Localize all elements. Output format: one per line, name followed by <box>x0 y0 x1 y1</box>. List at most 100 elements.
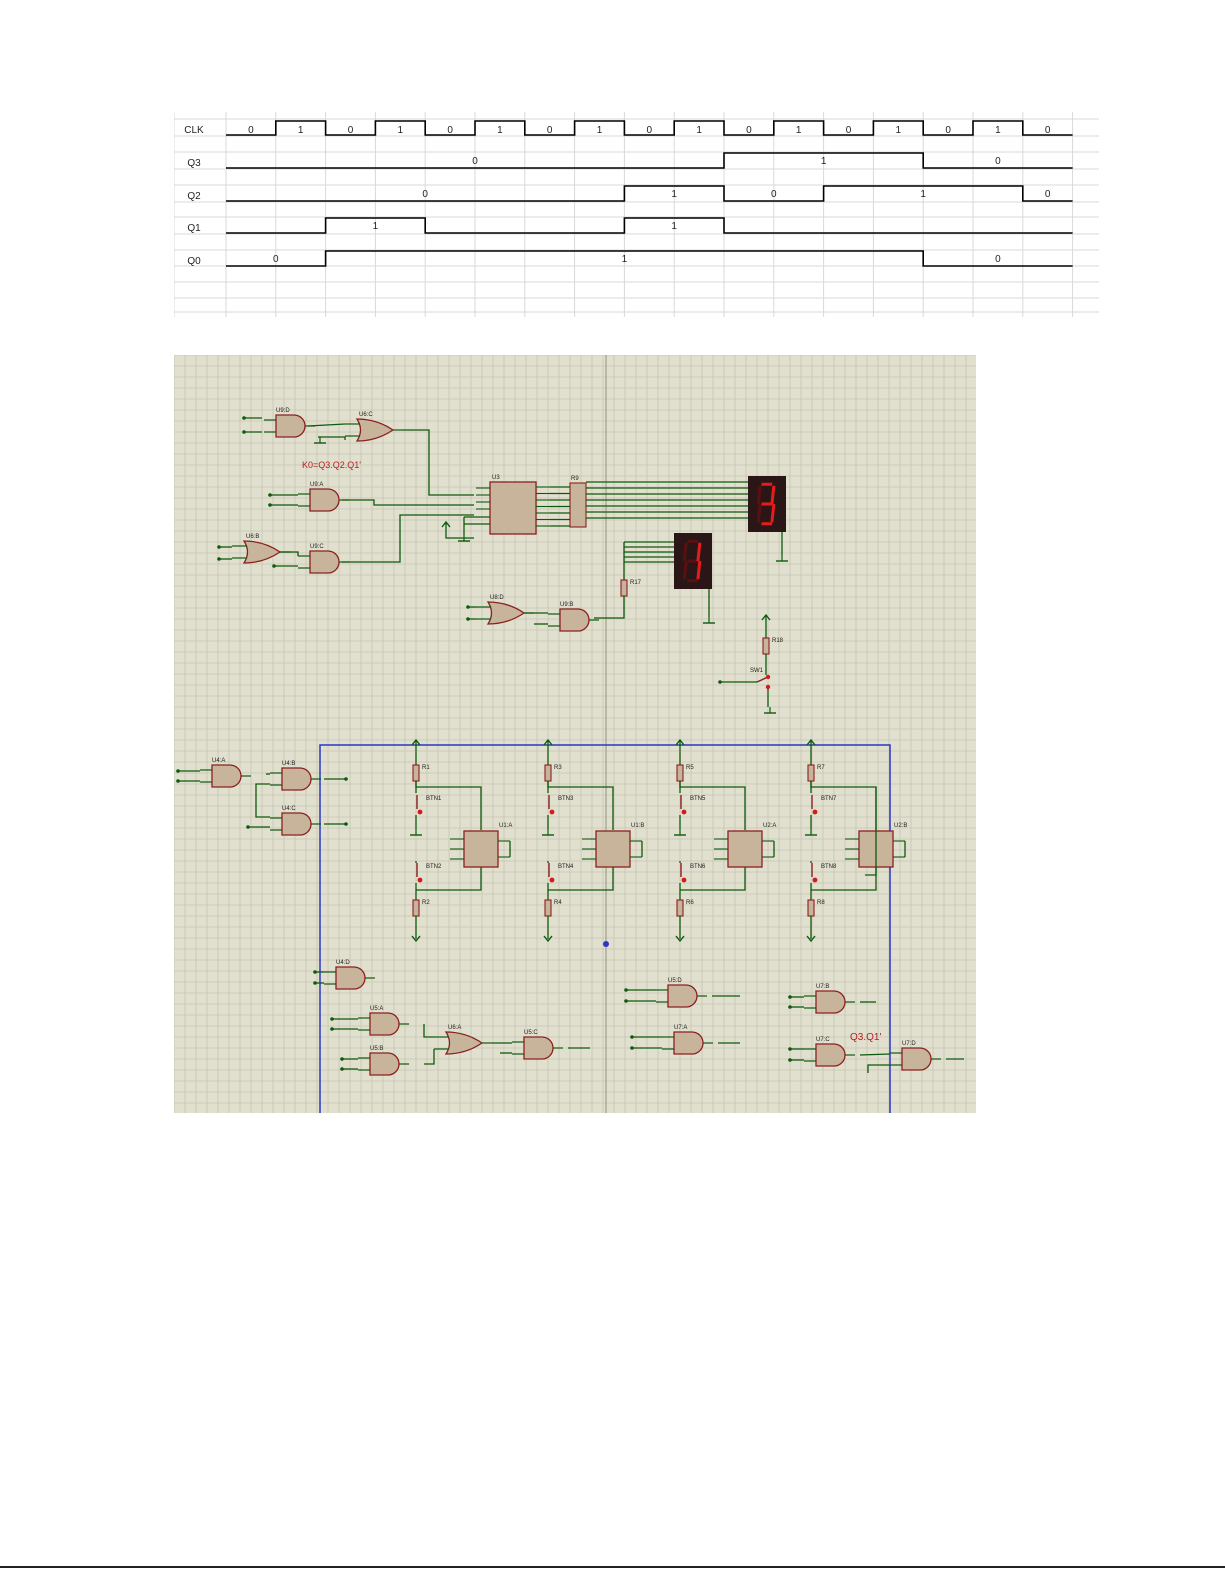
q0-line <box>226 250 1073 267</box>
resistor-label: R8 <box>817 900 825 906</box>
clk-value: 0 <box>248 125 254 136</box>
button-terminal <box>417 809 423 815</box>
ground-symbol <box>764 707 776 714</box>
wire <box>318 436 346 440</box>
clk-value: 0 <box>547 125 553 136</box>
signal-label-q1: Q1 <box>187 223 201 234</box>
signal-value: 0 <box>995 254 1001 265</box>
ground-symbol <box>776 555 788 562</box>
and-gate: U7:A <box>662 1025 713 1055</box>
button-terminal <box>549 877 555 883</box>
signal-value: 1 <box>920 189 926 200</box>
button-label: BTN2 <box>426 864 442 870</box>
ground-symbol <box>410 829 422 836</box>
push-button: BTN1 <box>416 795 442 815</box>
display-segment-e <box>682 561 688 580</box>
wire-junction <box>242 416 246 420</box>
push-button: BTN5 <box>680 795 706 815</box>
ground-arrow <box>806 935 816 943</box>
and-gate-body <box>559 608 590 632</box>
jk-flipflop: U2:A <box>714 823 776 868</box>
signal-value: 0 <box>273 254 279 265</box>
gate-label: U9:B <box>560 602 573 608</box>
ground-arrow <box>411 935 421 943</box>
button-terminal <box>681 809 687 815</box>
wire-junction <box>330 1027 334 1031</box>
and-gate-body <box>815 1043 846 1067</box>
resistor-body <box>412 899 420 917</box>
and-gate-body <box>309 550 340 574</box>
resistor-label: R2 <box>422 900 430 906</box>
flipflop-label: U2:B <box>894 823 907 829</box>
signal-value: 0 <box>472 156 478 167</box>
display-segment-c <box>770 504 776 523</box>
resistor-body <box>412 764 420 782</box>
wire-junction <box>624 988 628 992</box>
flipflop-body <box>727 830 763 868</box>
jk-flipflop: U1:A <box>450 823 512 868</box>
gate-label: U9:D <box>276 408 290 414</box>
clk-value: 1 <box>696 125 702 136</box>
wire-junction <box>217 557 221 561</box>
subcircuit-boundary <box>319 744 891 1113</box>
schematic-grid <box>174 355 976 1113</box>
or-gate: U6:A <box>434 1025 492 1055</box>
and-gate-body <box>275 414 306 438</box>
wire-junction <box>340 1067 344 1071</box>
switch-sw1: SW1 <box>750 668 771 690</box>
wire-junction <box>788 1047 792 1051</box>
and-gate-body <box>281 767 312 791</box>
display-segment-b <box>770 485 776 504</box>
gate-label: U5:D <box>668 978 682 984</box>
and-gate: U4:C <box>270 806 321 836</box>
and-gate-body <box>901 1047 932 1071</box>
resistor-label: R6 <box>686 900 694 906</box>
display-segment-b <box>696 542 702 561</box>
display-segment-a <box>761 482 773 486</box>
wire-junction <box>242 430 246 434</box>
and-gate: U7:D <box>890 1041 941 1071</box>
push-button: BTN8 <box>811 863 837 883</box>
clk-value: 1 <box>298 125 304 136</box>
button-label: BTN5 <box>690 796 706 802</box>
and-gate-body <box>309 488 340 512</box>
push-button: BTN2 <box>416 863 442 883</box>
jk-flipflop: U1:B <box>582 823 644 868</box>
resistor-pack-body <box>569 482 587 528</box>
decoder-label: U3 <box>492 475 500 481</box>
signal-label-q2: Q2 <box>187 191 201 202</box>
wire <box>594 596 625 619</box>
and-gate: U4:A <box>200 758 251 788</box>
and-gate: U5:D <box>656 978 707 1008</box>
clk-value: 1 <box>896 125 902 136</box>
and-gate-body <box>673 1031 704 1055</box>
signal-value: 1 <box>821 156 827 167</box>
signal-value: 1 <box>671 221 677 232</box>
display-segment-a <box>687 539 699 543</box>
seven-segment-display-right: 1 <box>674 533 712 589</box>
resistor-label: R5 <box>686 765 694 771</box>
flipflop-label: U1:B <box>631 823 644 829</box>
switch-terminal <box>765 674 771 680</box>
wire <box>290 551 299 556</box>
push-button: BTN4 <box>548 863 574 883</box>
or-gate-body <box>242 540 282 564</box>
signal-value: 0 <box>771 189 777 200</box>
and-gate-body <box>369 1012 400 1036</box>
decoder-body <box>489 481 537 535</box>
wire <box>859 1053 891 1056</box>
timing-grid <box>174 112 1099 317</box>
resistor-label: R1 <box>422 765 430 771</box>
gate-label: U7:D <box>902 1041 916 1047</box>
and-gate: U7:C <box>804 1037 855 1067</box>
resistor-body <box>544 899 552 917</box>
wire <box>255 783 270 818</box>
signal-label-clk: CLK <box>184 125 204 136</box>
resistor-label: R17 <box>630 580 642 586</box>
display-segment-c <box>696 561 702 580</box>
gate-label: U9:A <box>310 482 323 488</box>
display-segment-f <box>682 542 688 561</box>
button-terminal <box>417 877 423 883</box>
